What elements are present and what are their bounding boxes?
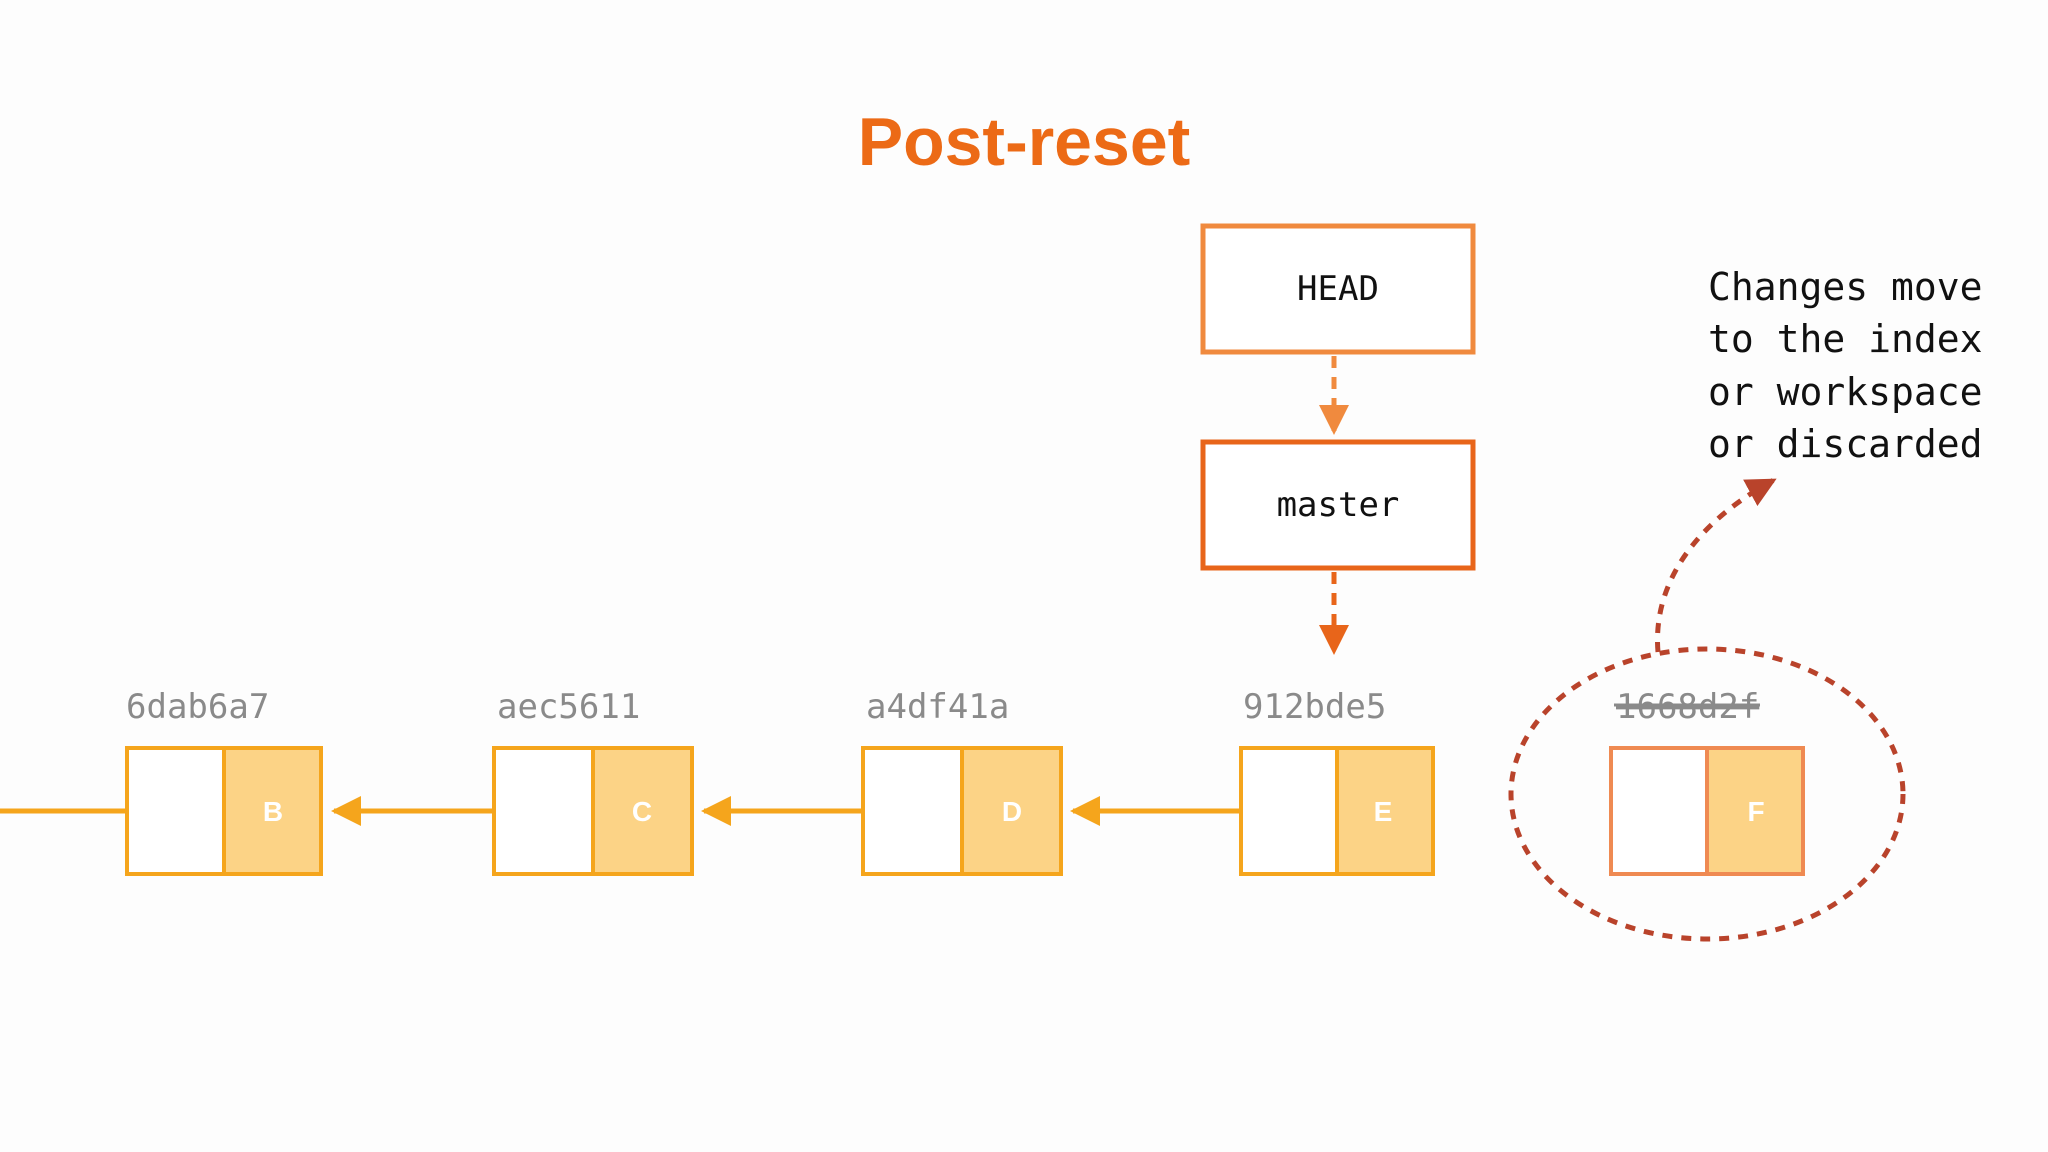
head-ref-label: HEAD	[1297, 269, 1379, 309]
note-arrow	[1655, 477, 1777, 653]
commit-content-cell	[222, 746, 323, 876]
commit-label: B	[263, 796, 283, 827]
head-ref-box	[1200, 223, 1476, 355]
branch-ref: master	[1200, 439, 1476, 571]
commit-hash: aec5611	[497, 687, 640, 727]
commit-label: C	[632, 796, 652, 827]
commit-pointer-cell	[492, 746, 595, 876]
note-line: or workspace	[1708, 370, 1983, 414]
commit-label: E	[1374, 796, 1393, 827]
commit-hash: 912bde5	[1243, 687, 1386, 727]
annotation-note: Changes move to the index or workspace o…	[1708, 265, 1983, 466]
commit-pointer-cell	[861, 746, 964, 876]
commit-pointer-cell	[125, 746, 226, 876]
commit-c: aec5611 C	[492, 687, 694, 876]
note-line: Changes move	[1708, 265, 1983, 309]
head-ref: HEAD	[1200, 223, 1476, 355]
commit-content-cell	[960, 746, 1063, 876]
commit-pointer-cell	[1609, 746, 1709, 876]
commit-f: 1668d2f F	[1609, 687, 1805, 876]
commit-content-cell	[591, 746, 694, 876]
commit-pointer-cell	[1239, 746, 1339, 876]
note-line: or discarded	[1708, 422, 1983, 466]
commit-hash: 6dab6a7	[126, 687, 269, 727]
commit-content-cell	[1705, 746, 1805, 876]
diagram-title: Post-reset	[858, 104, 1191, 180]
branch-ref-box	[1200, 439, 1476, 571]
commit-b: 6dab6a7 B	[125, 687, 323, 876]
commit-label: D	[1002, 796, 1022, 827]
branch-ref-label: master	[1277, 485, 1400, 525]
discarded-commit-circle	[1508, 646, 1906, 942]
commit-d: a4df41a D	[861, 687, 1063, 876]
commit-label: F	[1747, 796, 1764, 827]
commit-hash: a4df41a	[866, 687, 1009, 727]
note-line: to the index	[1708, 317, 1983, 361]
commit-content-cell	[1335, 746, 1435, 876]
commit-hash-strikethrough: 1668d2f	[1616, 687, 1759, 727]
commit-e: 912bde5 E	[1239, 687, 1435, 876]
